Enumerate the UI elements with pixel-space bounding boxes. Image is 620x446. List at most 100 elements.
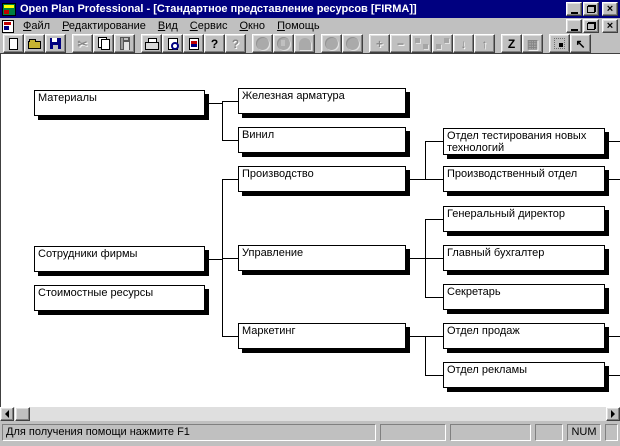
scrollbar-thumb[interactable] (15, 407, 30, 421)
toolbar-new-button[interactable] (3, 34, 24, 53)
copy-icon (97, 37, 110, 50)
mdi-minimize-button[interactable] (566, 19, 582, 33)
connector-line (222, 101, 223, 141)
toolbar-shape-circle-a-button (321, 34, 342, 53)
resource-node-marketing[interactable]: Маркетинг (238, 323, 406, 349)
minimize-icon (570, 28, 578, 31)
resource-node-sales-dept[interactable]: Отдел продаж (443, 323, 605, 349)
move-down-icon: ↓ (460, 36, 467, 51)
menu-view[interactable]: Вид (157, 20, 178, 32)
resource-node-company-staff[interactable]: Сотрудники фирмы (34, 246, 205, 272)
mdi-close-button[interactable]: × (602, 19, 618, 33)
menu-edit[interactable]: Редактирование (62, 20, 146, 32)
resource-node-new-tech-testing-dept[interactable]: Отдел тестирования новых технологий (443, 128, 605, 155)
menu-bar: Файл Редактирование Вид Сервис Окно Помощь × (0, 18, 620, 34)
close-button[interactable]: × (602, 2, 618, 16)
notes-icon: ▦ (526, 36, 539, 51)
paste-icon (119, 37, 130, 50)
menu-service[interactable]: Сервис (189, 20, 228, 32)
toolbar-copy-button[interactable] (93, 34, 114, 53)
resource-node-label: Секретарь (447, 286, 501, 298)
menu-help[interactable]: Помощь (277, 20, 320, 32)
zoom-icon: Z (507, 36, 516, 51)
connector-line (425, 336, 443, 337)
mdi-restore-button[interactable] (583, 19, 599, 33)
resource-node-production[interactable]: Производство (238, 166, 406, 192)
resource-node-cost-resources[interactable]: Стоимостные ресурсы (34, 285, 205, 311)
connector-line (222, 140, 238, 141)
left-arrow-icon (1, 410, 9, 418)
toolbar-link-nodes-button (411, 34, 432, 53)
toolbar: ✂?? +− ↓ ↑ Z ▦ ↖ (0, 34, 620, 54)
toolbar-zoom-button[interactable]: Z (501, 34, 522, 53)
horizontal-scrollbar[interactable] (0, 407, 620, 421)
connector-line (410, 258, 425, 259)
toolbar-org-levels-button (432, 34, 453, 53)
toolbar-save-button[interactable] (45, 34, 66, 53)
scroll-right-button[interactable] (606, 407, 620, 421)
resource-node-chief-accountant[interactable]: Главный бухгалтер (443, 245, 605, 271)
context-help-icon: ? (231, 36, 240, 51)
resource-node-label: Железная арматура (242, 90, 345, 102)
connector-line (425, 258, 443, 259)
connector-line (425, 297, 443, 298)
link-nodes-icon (415, 38, 428, 49)
scroll-left-button[interactable] (0, 407, 14, 421)
resource-node-label: Главный бухгалтер (447, 247, 545, 259)
move-up-icon: ↑ (481, 36, 488, 51)
add-node-icon: + (375, 36, 383, 51)
data-transfer-icon (188, 37, 199, 50)
minimize-button[interactable] (566, 2, 582, 16)
resource-node-production-dept[interactable]: Производственный отдел (443, 166, 605, 192)
toolbar-print-preview-button[interactable] (162, 34, 183, 53)
menu-file[interactable]: Файл (23, 20, 51, 32)
connector-line (410, 336, 425, 337)
help-icon: ? (210, 36, 219, 51)
menu-window[interactable]: Окно (239, 20, 266, 32)
resource-node-label: Стоимостные ресурсы (38, 287, 154, 299)
toolbar-open-button[interactable] (24, 34, 45, 53)
resource-node-general-director[interactable]: Генеральный директор (443, 206, 605, 232)
window-controls: × (566, 2, 618, 16)
connector-line (425, 141, 426, 180)
close-icon: × (606, 3, 614, 15)
connector-line (222, 179, 238, 180)
resource-node-materials[interactable]: Материалы (34, 90, 205, 116)
resource-node-label: Отдел продаж (447, 325, 520, 337)
toolbar-help-button[interactable]: ? (204, 34, 225, 53)
connector-line (609, 375, 620, 376)
toolbar-data-transfer-button[interactable] (183, 34, 204, 53)
resource-node-iron-fittings[interactable]: Железная арматура (238, 88, 406, 114)
resource-node-management[interactable]: Управление (238, 245, 406, 271)
connector-line (425, 219, 443, 220)
toolbar-arrange-button[interactable]: ↖ (570, 34, 591, 53)
toolbar-fit-view-button[interactable] (549, 34, 570, 53)
shape-circle-marked-icon (277, 37, 290, 50)
app-icon[interactable] (2, 2, 16, 16)
status-panel-1 (380, 424, 446, 441)
print-icon (144, 37, 159, 50)
cut-icon: ✂ (77, 36, 88, 51)
restore-button[interactable] (583, 2, 599, 16)
shape-rounded-icon (298, 37, 311, 50)
resource-node-vinyl[interactable]: Винил (238, 127, 406, 153)
arrange-icon: ↖ (575, 36, 586, 51)
num-lock-indicator: NUM (567, 424, 601, 441)
fit-view-icon (554, 38, 565, 49)
toolbar-shape-circle-b-button (342, 34, 363, 53)
resource-node-label: Отдел рекламы (447, 364, 528, 376)
status-panel-4 (605, 424, 618, 441)
resource-node-label: Сотрудники фирмы (38, 248, 138, 260)
document-icon[interactable] (2, 19, 14, 33)
resource-node-secretary[interactable]: Секретарь (443, 284, 605, 310)
connector-line (425, 336, 426, 376)
minimize-icon (570, 11, 578, 14)
toolbar-context-help-button: ? (225, 34, 246, 53)
connector-line (222, 336, 238, 337)
remove-node-icon: − (396, 36, 404, 51)
toolbar-print-button[interactable] (141, 34, 162, 53)
connector-line (410, 179, 425, 180)
resource-node-advertising-dept[interactable]: Отдел рекламы (443, 362, 605, 388)
connector-line (209, 103, 222, 104)
connector-line (222, 101, 238, 102)
